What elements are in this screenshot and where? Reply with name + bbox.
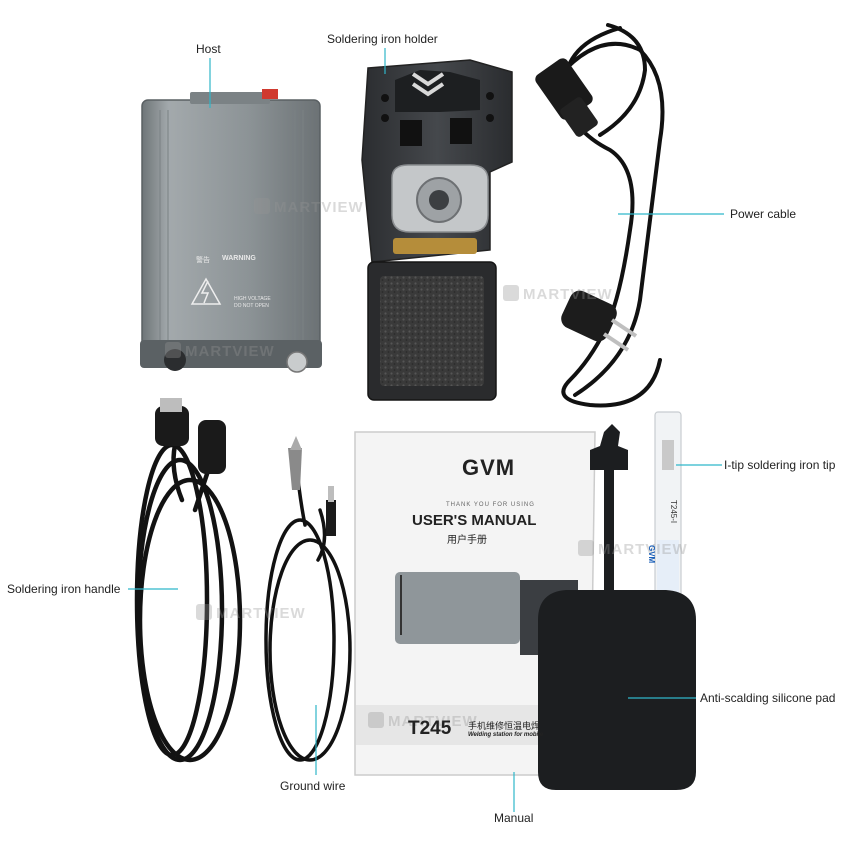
label-handle: Soldering iron handle: [7, 582, 121, 596]
tip-brand: GVM: [647, 545, 656, 564]
watermark: MARTVIEW: [254, 198, 364, 216]
label-iron-tip: I-tip soldering iron tip: [724, 458, 836, 472]
watermark-logo-icon: [503, 285, 519, 301]
watermark-logo-icon: [165, 342, 181, 358]
manual-thanks: THANK YOU FOR USING: [446, 502, 535, 508]
watermark: MARTVIEW: [503, 285, 613, 303]
label-host: Host: [196, 42, 221, 56]
watermark: MARTVIEW: [165, 342, 275, 360]
watermark-logo-icon: [368, 712, 384, 728]
manual-model-cn: 手机维修恒温电焊: [468, 721, 541, 731]
watermark: MARTVIEW: [196, 604, 306, 622]
alligator-clip: [288, 436, 302, 490]
host-do-not-open-label: DO NOT OPEN: [234, 303, 269, 309]
tip-model: T245-I: [669, 500, 678, 524]
watermark: MARTVIEW: [368, 712, 478, 730]
label-holder: Soldering iron holder: [327, 32, 438, 46]
iron-handle-cable: [134, 442, 243, 763]
host-unit: [140, 89, 322, 373]
power-plug-iec: [535, 58, 598, 137]
power-plug-schuko: [561, 290, 638, 352]
host-voltage-label: HIGH VOLTAGE: [234, 296, 271, 302]
label-ground-wire: Ground wire: [280, 779, 346, 793]
label-silicone-pad: Anti-scalding silicone pad: [700, 691, 836, 705]
watermark: MARTVIEW: [578, 540, 688, 558]
manual-title: USER'S MANUAL: [412, 512, 537, 529]
manual-booklet: [354, 431, 596, 776]
manual-model: T245: [408, 718, 452, 739]
watermark-logo-icon: [578, 540, 594, 556]
watermark-logo-icon: [254, 198, 270, 214]
label-manual: Manual: [494, 811, 534, 825]
manual-model-sub: Welding station for mobile: [468, 732, 544, 738]
watermark-logo-icon: [196, 604, 212, 620]
manual-title-cn: 用户手册: [447, 535, 487, 546]
host-warning-label: WARNING: [222, 255, 256, 262]
manual-brand: GVM: [462, 455, 516, 480]
host-warning-cn: 警告: [196, 257, 210, 264]
leader-lines: [128, 48, 724, 812]
label-power-cable: Power cable: [730, 207, 797, 221]
iron-holder: [361, 59, 513, 401]
banana-plug: [326, 486, 336, 536]
iron-handle-connector: [155, 398, 226, 474]
